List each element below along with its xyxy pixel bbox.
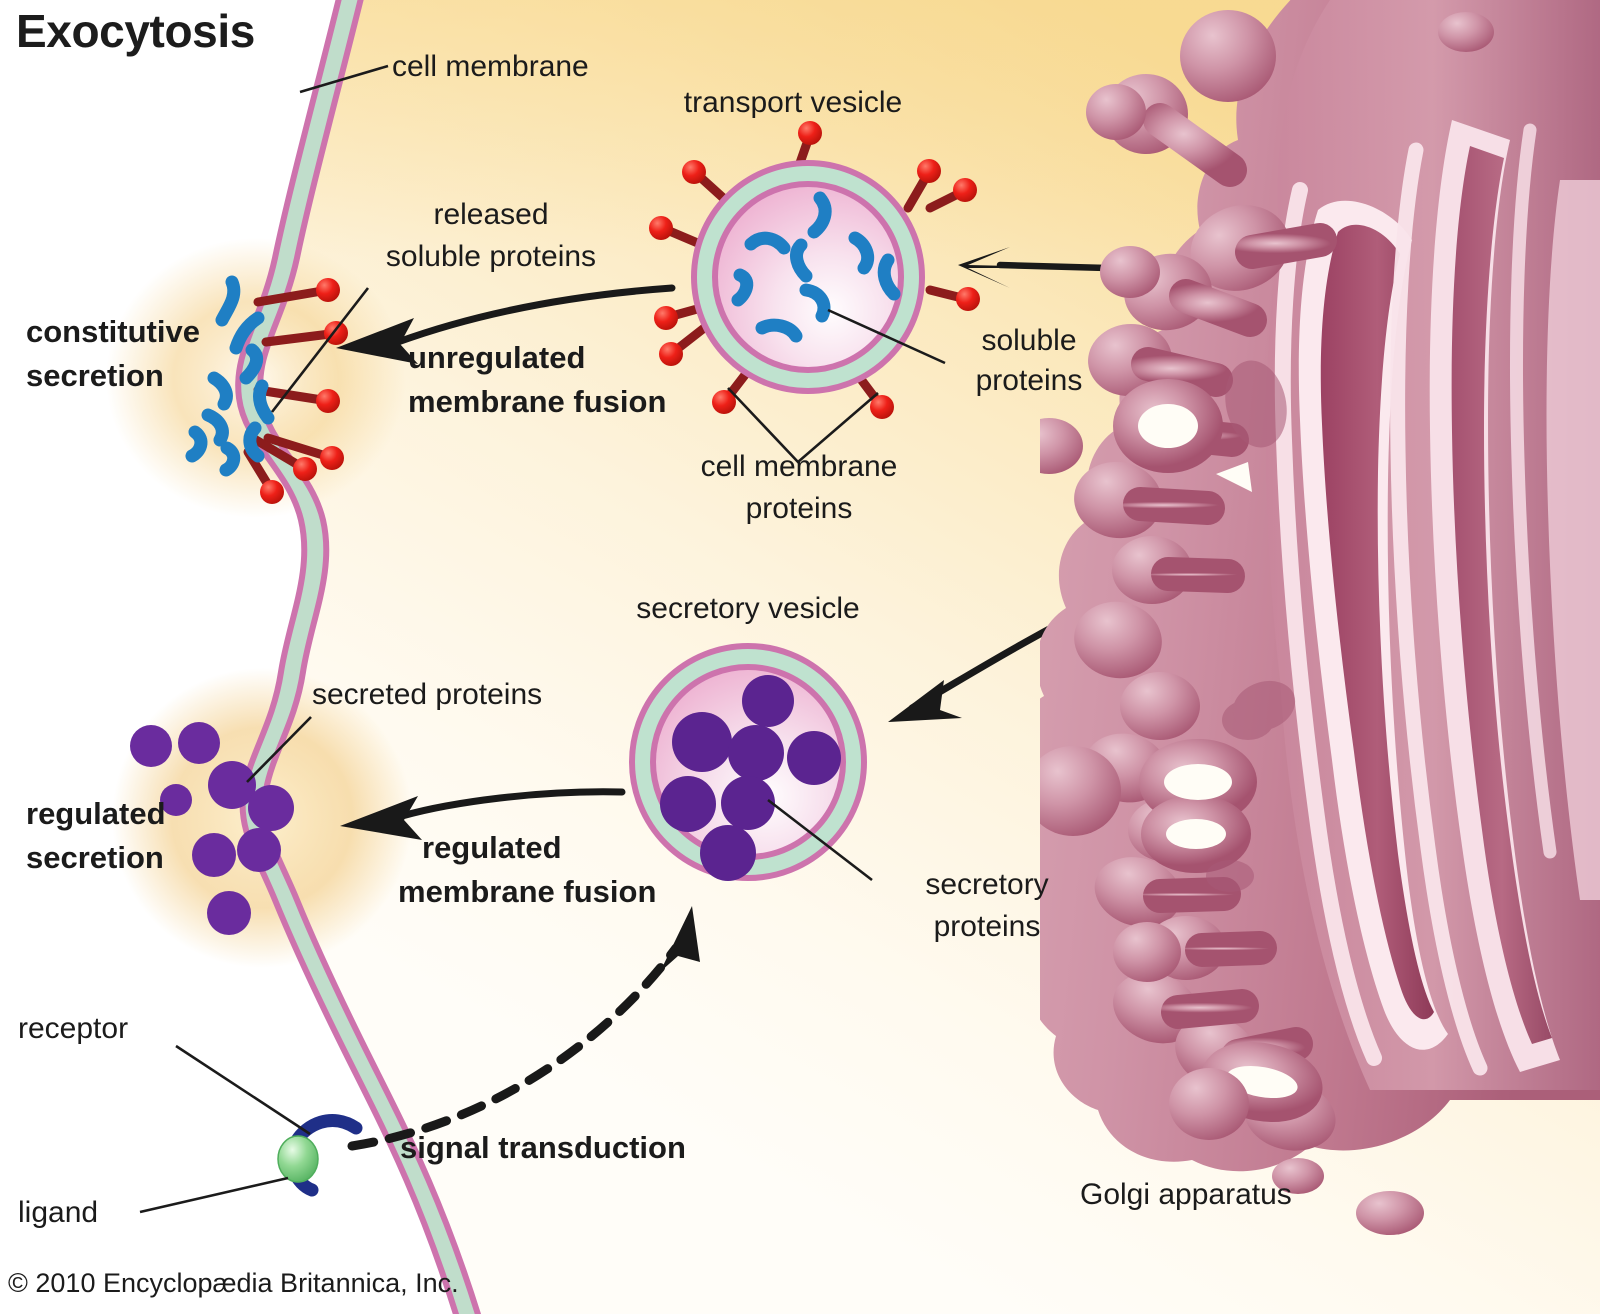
receptor-ligand-complex <box>277 1114 363 1197</box>
label-ligand: ligand <box>18 1196 99 1229</box>
released-soluble-proteins <box>185 275 275 477</box>
leader-receptor <box>175 1044 311 1136</box>
golgi-apparatus <box>1040 0 1600 1235</box>
label-secretory-proteins-line1: secretory <box>925 868 1049 901</box>
secretory-vesicle <box>629 643 873 882</box>
leader-secreted-proteins <box>246 716 312 783</box>
label-regulated-membrane-fusion-line1: regulated <box>422 830 562 865</box>
label-soluble-proteins-line1: soluble <box>981 324 1077 357</box>
label-secretory-proteins-line2: proteins <box>933 910 1041 943</box>
transport-vesicle <box>649 121 980 464</box>
label-regulated-secretion-line2: secretion <box>26 840 164 875</box>
secreted-proteins-outside <box>130 722 294 935</box>
label-regulated-secretion-line1: regulated <box>26 796 166 831</box>
label-cell-membrane-top: cell membrane <box>392 50 589 83</box>
label-secreted-proteins: secreted proteins <box>312 678 543 711</box>
transport-vesicle-soluble-proteins <box>731 191 901 343</box>
label-released-soluble-proteins-line2: soluble proteins <box>385 240 597 273</box>
label-golgi-apparatus: Golgi apparatus <box>1080 1178 1292 1211</box>
arrow-signal-transduction <box>347 906 700 1151</box>
label-cell-membrane-proteins-line2: proteins <box>745 492 853 525</box>
label-signal-transduction: signal transduction <box>400 1130 686 1165</box>
copyright-notice: © 2010 Encyclopædia Britannica, Inc. <box>8 1268 459 1298</box>
label-soluble-proteins-line2: proteins <box>975 364 1083 397</box>
arrow-unregulated-membrane-fusion <box>336 284 676 364</box>
secretory-vesicle-proteins <box>660 675 841 881</box>
label-unregulated-membrane-fusion-line2: membrane fusion <box>408 384 667 419</box>
cell-surface-membrane-proteins <box>243 278 348 504</box>
leader-ligand <box>139 1176 289 1214</box>
label-regulated-membrane-fusion-line2: membrane fusion <box>398 874 657 909</box>
arrow-regulated-membrane-fusion <box>340 788 626 840</box>
leader-cell-membrane-top <box>299 64 389 94</box>
cell-membrane <box>235 0 482 1314</box>
label-unregulated-membrane-fusion-line1: unregulated <box>408 340 586 375</box>
leader-released-soluble-proteins <box>270 287 370 413</box>
golgi-budding-vesicles <box>1040 10 1494 1235</box>
label-cell-membrane-proteins-line1: cell membrane <box>700 450 898 483</box>
page-title: Exocytosis <box>16 5 255 57</box>
label-constitutive-secretion-line2: secretion <box>26 358 164 393</box>
arrow-golgi-to-transport-vesicle <box>958 247 1111 288</box>
label-released-soluble-proteins-line1: released <box>433 198 549 231</box>
label-secretory-vesicle: secretory vesicle <box>636 592 860 625</box>
label-receptor: receptor <box>18 1012 129 1045</box>
label-constitutive-secretion-line1: constitutive <box>26 314 200 349</box>
label-transport-vesicle: transport vesicle <box>683 86 903 119</box>
